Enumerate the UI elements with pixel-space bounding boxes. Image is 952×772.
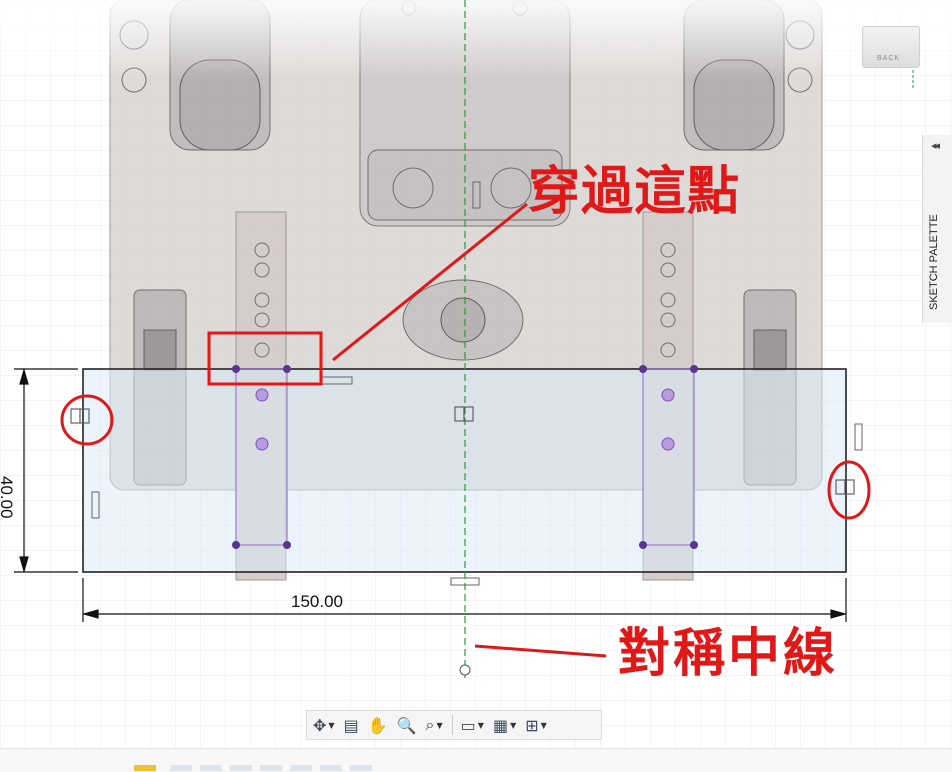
grid-icon: ▦ [492, 715, 509, 735]
look-at-button[interactable]: ▤ [344, 716, 359, 735]
annotation-marks [60, 202, 871, 658]
timeline-item[interactable] [134, 765, 156, 771]
toolbar-divider [451, 715, 453, 735]
annotation-center-line: 對稱中線 [618, 624, 839, 684]
timeline-item[interactable] [320, 765, 342, 771]
viewports-icon: ⊞ [525, 715, 539, 735]
orbit-icon: ✥ [313, 715, 327, 735]
expand-arrows-icon[interactable]: ◂◂ [931, 139, 940, 152]
timeline-item[interactable] [200, 765, 222, 771]
pan-hand-icon: ✋ [367, 715, 388, 735]
zoom-icon: 🔍 [396, 715, 417, 735]
pan-button[interactable]: ✋ [368, 716, 388, 735]
symmetry-glyphs[interactable] [70, 406, 855, 495]
strut-constraints[interactable] [235, 368, 695, 546]
chevron-down-icon[interactable]: ▼ [477, 720, 484, 730]
viewports-button[interactable]: ⊞▼ [525, 716, 547, 735]
chevron-down-icon[interactable]: ▼ [328, 720, 335, 730]
constraint-points[interactable] [232, 365, 698, 549]
timeline-item[interactable] [230, 765, 252, 771]
monitor-icon: ▭ [460, 715, 476, 735]
dimension-width-value[interactable]: 150.00 [291, 592, 343, 611]
grid-settings-button[interactable]: ▦▼ [493, 716, 516, 735]
zoom-button[interactable]: 🔍 [397, 716, 417, 735]
sketch-palette-panel[interactable]: ◂◂ SKETCH PALETTE [922, 135, 952, 323]
annotation-through-point: 穿過這點 [528, 162, 741, 222]
dimension-height-value[interactable]: 40.00 [0, 476, 16, 519]
fit-icon: ⌕ [425, 715, 435, 734]
viewcube[interactable]: BACK [862, 26, 920, 68]
timeline-bar[interactable] [0, 748, 952, 772]
display-settings-button[interactable]: ▭▼ [461, 716, 484, 735]
dimension-height[interactable] [14, 367, 78, 574]
orbit-button[interactable]: ✥▼ [313, 716, 335, 735]
sketch-palette-label[interactable]: SKETCH PALETTE [928, 214, 940, 310]
look-at-icon: ▤ [343, 715, 359, 735]
timeline-item[interactable] [350, 765, 372, 771]
dimension-width[interactable] [81, 578, 848, 622]
chevron-down-icon[interactable]: ▼ [540, 720, 547, 730]
timeline-item[interactable] [260, 765, 282, 771]
navigation-toolbar: ✥▼ ▤ ✋ 🔍 ⌕▼ ▭▼ ▦▼ ⊞▼ [306, 710, 602, 740]
fit-button[interactable]: ⌕▼ [426, 715, 443, 735]
timeline-item[interactable] [290, 765, 312, 771]
chevron-down-icon[interactable]: ▼ [510, 720, 517, 730]
timeline-item[interactable] [170, 765, 192, 771]
viewcube-face-label[interactable]: BACK [877, 55, 901, 62]
chevron-down-icon[interactable]: ▼ [436, 720, 443, 730]
